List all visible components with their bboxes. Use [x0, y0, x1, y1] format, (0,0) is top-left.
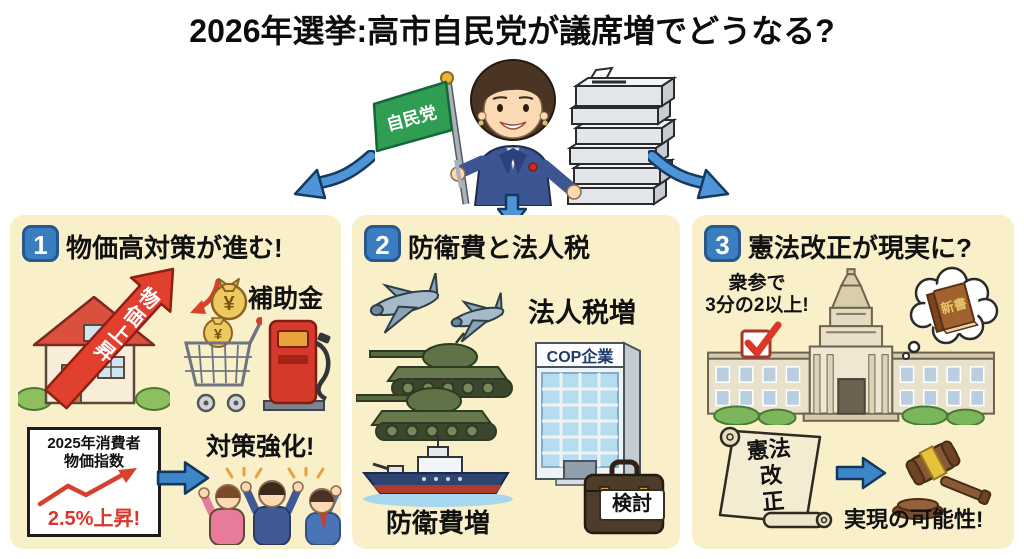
curved-arrow-left-icon: [293, 150, 375, 200]
right-arrow-icon: [835, 456, 887, 490]
panel-price-measures: 1 物価高対策が進む! 物価上昇 ¥: [10, 215, 342, 549]
ldp-flag-icon: 自民党: [372, 71, 470, 205]
number-badge-1: 1: [22, 225, 59, 262]
panel-1-title: 物価高対策が進む!: [66, 233, 283, 263]
cpi-title-line2: 物価指数: [63, 453, 124, 471]
politician-figure: [450, 59, 582, 206]
politician-hero-illustration: 自民党: [372, 59, 678, 206]
cheering-people-icon: [198, 467, 342, 545]
defense-label: 防衛費増: [386, 508, 491, 538]
panel-defense-tax: 2 防衛費と法人税 法人税増: [352, 215, 680, 549]
office-building-icon: COP企業: [535, 341, 641, 486]
constitution-scroll-icon: [718, 426, 833, 529]
gavel-icon: [892, 440, 992, 520]
red-curve-arrow-icon: [190, 278, 221, 314]
panel-2-title: 防衛費と法人税: [408, 233, 591, 263]
majority-line2: 3分の2以上!: [705, 295, 809, 317]
book-label: 新書: [939, 295, 968, 316]
yen-label: ¥: [214, 326, 223, 343]
result-label: 実現の可能性!: [844, 507, 984, 532]
tanks-icon: [356, 332, 513, 441]
fuel-pump-icon: [263, 319, 331, 411]
scroll-label: 憲法 改 正: [731, 434, 812, 518]
cpi-value: 2.5%上昇!: [47, 508, 141, 530]
thought-bubble-icon: 新書: [902, 266, 999, 360]
shopping-cart-icon: ¥: [184, 317, 262, 413]
panel-3-title: 憲法改正が現実に?: [748, 233, 972, 263]
right-arrow-icon: [156, 461, 210, 495]
cpi-trend-chart: [37, 468, 137, 507]
page-title: 2026年選挙:高市自民党が議席増でどうなる?: [189, 13, 835, 49]
number-badge-3: 3: [704, 225, 741, 262]
new-constitution-book-icon: 新書: [925, 282, 979, 335]
yen-label: ¥: [223, 293, 235, 315]
checkbox-icon: [740, 321, 782, 359]
panel-constitution: 3 憲法改正が現実に?: [692, 215, 1014, 549]
majority-line1: 衆参で: [728, 273, 786, 294]
building-sign-label: COP企業: [547, 347, 615, 366]
curved-arrow-right-icon: [648, 150, 730, 200]
fighter-jets-icon: [369, 273, 505, 343]
ballot-box-top: [572, 66, 678, 108]
number-badge-2: 2: [364, 225, 401, 262]
cpi-title-line1: 2025年消費者: [47, 435, 141, 452]
briefcase-label: 検討: [599, 489, 665, 521]
money-bag-icon: ¥: [210, 278, 248, 321]
price-rise-arrow-icon: [44, 267, 175, 410]
warship-icon: [361, 436, 513, 507]
majority-text: 衆参で 3分の2以上!: [694, 273, 820, 318]
corporate-tax-label: 法人税増: [528, 298, 636, 328]
cpi-stat-box: 2025年消費者 物価指数 2.5%上昇!: [27, 427, 161, 537]
action-label: 対策強化!: [206, 433, 315, 461]
subsidy-label: 補助金: [248, 285, 324, 313]
